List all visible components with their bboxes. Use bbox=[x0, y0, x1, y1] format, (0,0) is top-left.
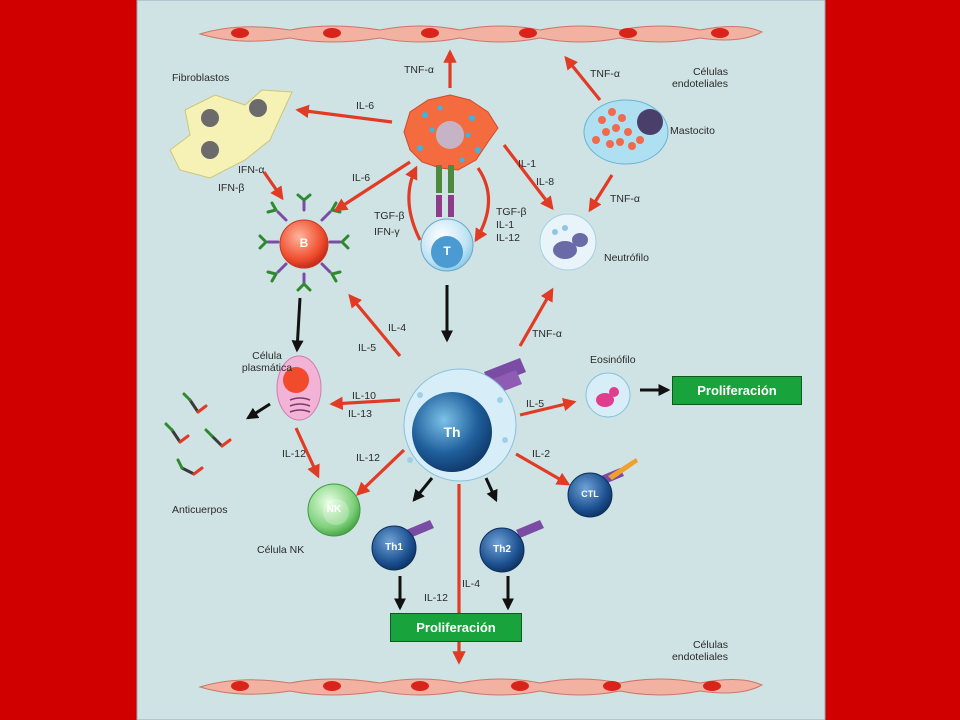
th1-cell bbox=[371, 525, 417, 571]
endothelium-top bbox=[198, 25, 764, 43]
label-il12-bottom: IL-12 bbox=[424, 592, 448, 604]
fibroblast-label: Fibroblastos bbox=[172, 72, 230, 84]
label-il13: IL-13 bbox=[348, 408, 372, 420]
t-cell-nucleus bbox=[431, 236, 463, 268]
th-cell-label: Th bbox=[443, 424, 461, 440]
b-cell bbox=[279, 219, 329, 269]
neutrophil-nucleus bbox=[553, 241, 577, 259]
label-il5-eos: IL-5 bbox=[526, 398, 545, 410]
label-tnf-top: TNF-α bbox=[404, 64, 434, 76]
antibodies-label: Anticuerpos bbox=[172, 504, 228, 516]
b-cell-receptors bbox=[258, 193, 350, 292]
proliferation-button-right[interactable]: Proliferación bbox=[672, 376, 802, 405]
t-cell-label: T bbox=[443, 244, 451, 258]
antibody-molecules bbox=[164, 392, 232, 476]
apc-cell bbox=[403, 94, 499, 171]
th1-label: Th1 bbox=[385, 542, 403, 553]
th2-label: Th2 bbox=[493, 544, 511, 555]
mast-cell-label: Mastocito bbox=[670, 125, 715, 137]
th-cell-nucleus bbox=[412, 392, 492, 472]
mhc-left bbox=[436, 165, 442, 193]
label-il6-b: IL-6 bbox=[352, 172, 371, 184]
neutrophil-label: Neutrófilo bbox=[604, 252, 649, 264]
tcr-left bbox=[436, 195, 442, 217]
endothelial-label-top: Células endoteliales bbox=[671, 66, 728, 90]
label-ifn-alpha: IFN-α bbox=[238, 164, 265, 176]
label-il1-right: IL-1 bbox=[496, 219, 515, 231]
label-tnf-mast-up: TNF-α bbox=[590, 68, 620, 80]
ctl-label: CTL bbox=[581, 489, 599, 499]
label-tgf-right: TGF-β bbox=[496, 206, 527, 218]
label-il8: IL-8 bbox=[536, 176, 555, 188]
label-ifn-beta: IFN-β bbox=[218, 182, 245, 194]
label-il6-fib: IL-6 bbox=[356, 100, 375, 112]
red-arrows bbox=[262, 49, 614, 665]
endothelial-label-bottom: Células endoteliales bbox=[671, 639, 728, 663]
mhc-right bbox=[448, 165, 454, 193]
mast-cell-nucleus bbox=[637, 109, 663, 135]
th2-cell bbox=[479, 527, 525, 573]
label-ifn-gamma: IFN-γ bbox=[374, 226, 400, 238]
mast-granules bbox=[592, 108, 644, 150]
label-tnf-neut: TNF-α bbox=[532, 328, 562, 340]
th2-receptor bbox=[516, 520, 544, 538]
nk-cell bbox=[307, 483, 361, 537]
eosinophil-label: Eosinófilo bbox=[590, 354, 636, 366]
plasma-nucleus bbox=[283, 367, 309, 393]
label-il5-b: IL-5 bbox=[358, 342, 377, 354]
label-il10: IL-10 bbox=[352, 390, 376, 402]
th1-receptor bbox=[406, 520, 434, 538]
black-arrows bbox=[245, 285, 671, 611]
nk-cell-label: Célula NK bbox=[257, 544, 305, 556]
label-il4: IL-4 bbox=[388, 322, 407, 334]
label-il2: IL-2 bbox=[532, 448, 551, 460]
tcr-right bbox=[448, 195, 454, 217]
label-tgf-left: TGF-β bbox=[374, 210, 405, 222]
label-tnf-mast-neut: TNF-α bbox=[610, 193, 640, 205]
nk-label: NK bbox=[326, 504, 342, 515]
proliferation-button-bottom[interactable]: Proliferación bbox=[390, 613, 522, 642]
plasma-cell-label: Célula plasmática bbox=[241, 350, 293, 374]
label-il12-nk: IL-12 bbox=[356, 452, 380, 464]
label-il12-plasma: IL-12 bbox=[282, 448, 306, 460]
label-il4-bottom: IL-4 bbox=[462, 578, 481, 590]
eosinophil-nucleus bbox=[596, 393, 614, 407]
b-cell-label: B bbox=[299, 236, 309, 250]
ctl-cell bbox=[567, 472, 613, 518]
label-il1: IL-1 bbox=[518, 158, 537, 170]
endothelium-bottom bbox=[198, 678, 764, 696]
label-il12-right: IL-12 bbox=[496, 232, 520, 244]
fibroblast-cells bbox=[169, 89, 293, 179]
